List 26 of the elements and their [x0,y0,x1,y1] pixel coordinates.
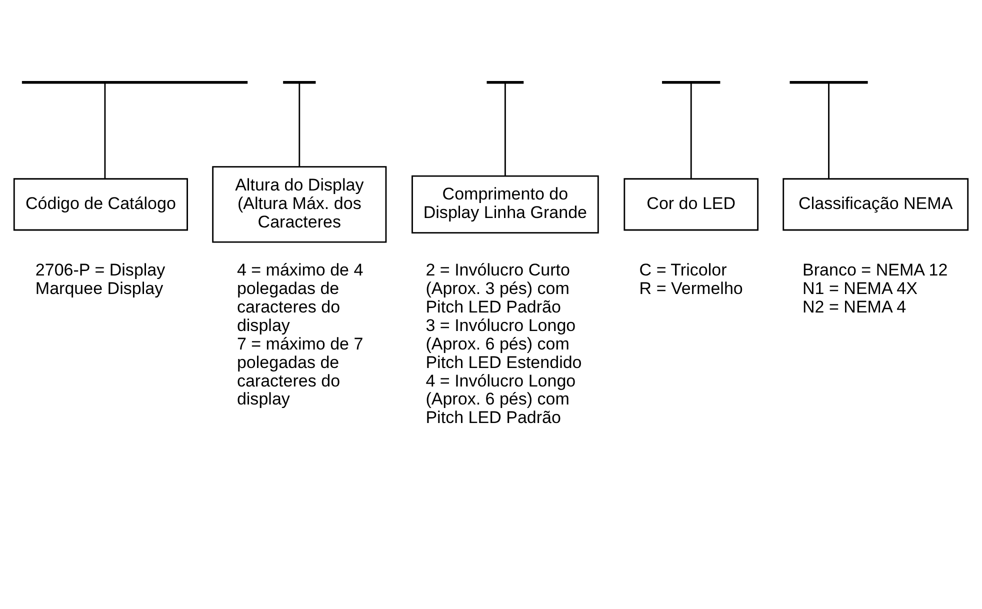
node-bar [486,80,524,84]
node-label: 3 = Invólucro Longo (Aprox. 6 pés) com Pitch LED Estendido [426,316,582,372]
node-box: Altura do Display (Altura Máx. dos Caracteres [212,166,387,243]
node-label: 4 = máximo de 4 polegadas de caracteres do display [236,260,364,335]
node-label: 7 = máximo de 7 polegadas de caracteres do display [236,334,364,409]
node-label: R = Vermelho [639,279,743,298]
node-label: C = Tricolor [639,260,727,280]
connector [504,83,506,176]
node-bar [790,80,868,84]
connector [690,83,692,178]
node-bar [283,80,316,84]
node-label: 2 = Invólucro Curto (Aprox. 3 pés) com Pitch LED Padrão [426,260,570,316]
node-label: N1 = NEMA 4X [802,279,918,298]
node-label: Branco = NEMA 12 [802,260,948,280]
node-bar [22,80,248,84]
node-box: Código de Catálogo [13,178,188,231]
node-box: Cor do LED [624,178,759,231]
node-bar [662,80,720,84]
node-label: N2 = NEMA 4 [802,297,906,316]
connector [298,83,300,166]
connector [104,83,106,178]
node-box: Comprimento do Display Linha Grande [412,175,599,234]
node-label: 2706-P = Display Marquee Display [35,260,166,298]
node-box: Classificação NEMA [782,178,969,231]
node-label: 4 = Invólucro Longo (Aprox. 6 pés) com Pitch LED Padrão [426,371,576,428]
connector [828,83,830,178]
